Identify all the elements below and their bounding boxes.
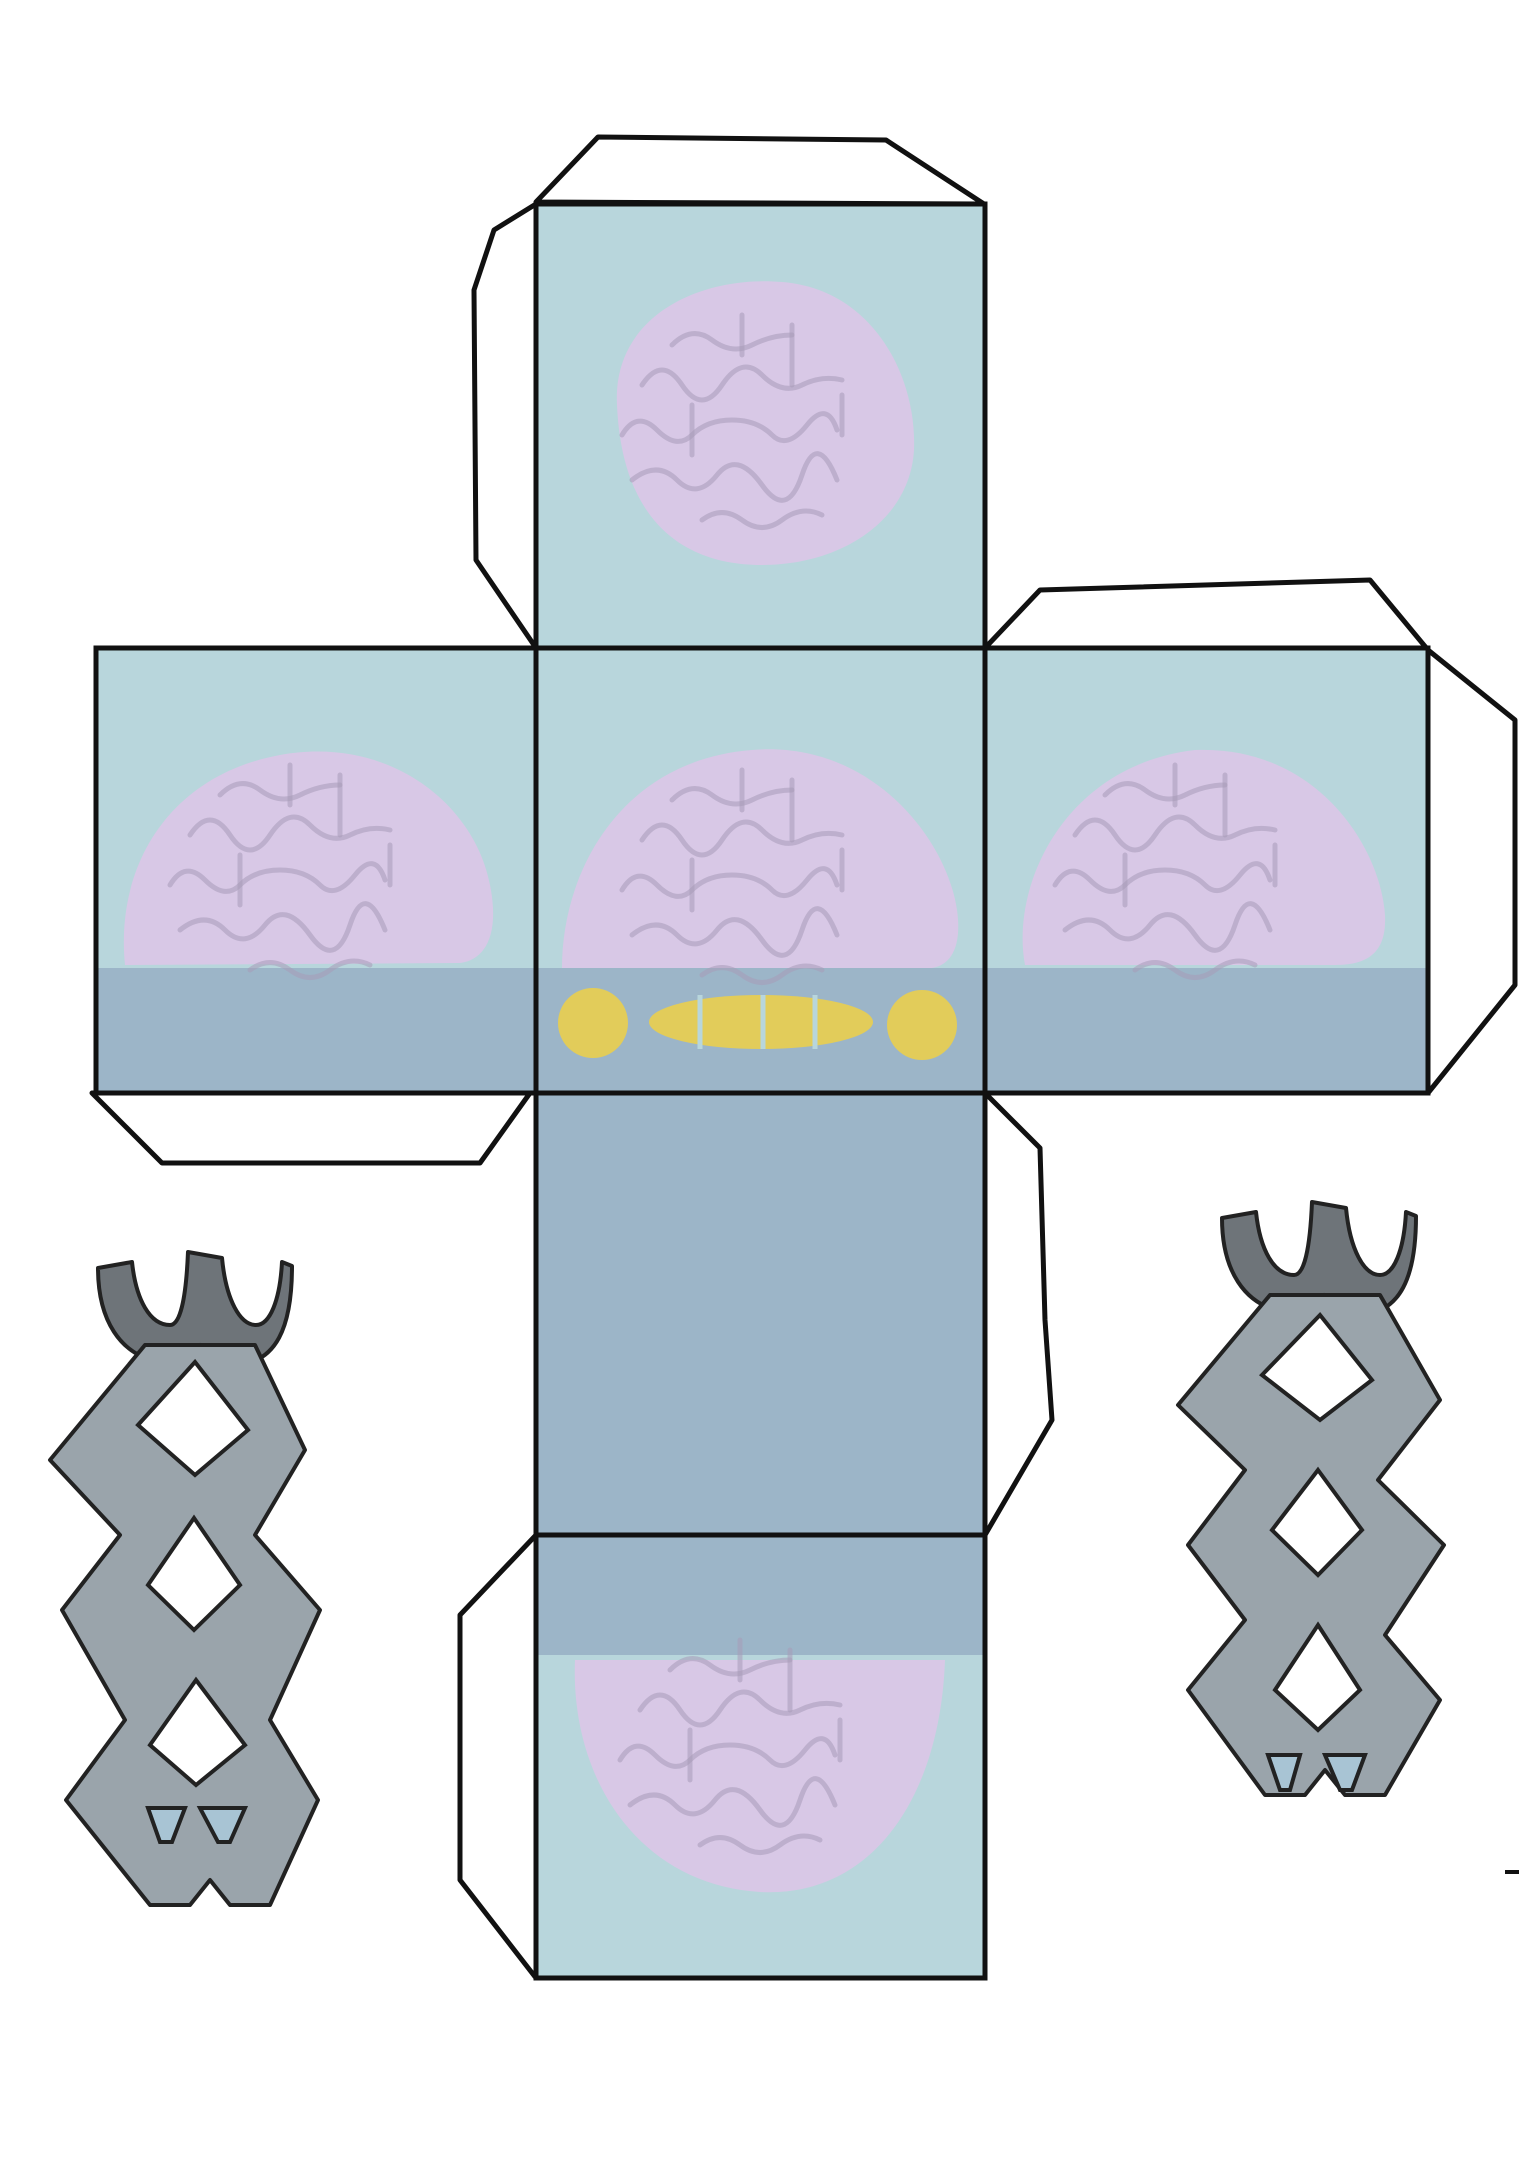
face-right (982, 645, 1431, 1096)
brain-icon (574, 1640, 945, 1893)
foot (145, 1806, 188, 1844)
face-lower-bg (533, 1090, 988, 1538)
mouth-icon (649, 995, 873, 1049)
brain-icon (616, 281, 915, 566)
tab-right-side (1425, 647, 1518, 1096)
face-right-band (985, 968, 1428, 1093)
tab-middle-right (982, 1090, 1055, 1538)
face-center (533, 645, 988, 1096)
foot (1321, 1753, 1368, 1792)
face-right-outline (982, 645, 1431, 1096)
face-lower (533, 1090, 988, 1538)
brain-icon (562, 749, 959, 982)
leg-left (48, 1250, 322, 1907)
leg-icon (48, 1343, 322, 1907)
foot (1265, 1753, 1303, 1792)
face-bottom (533, 1532, 988, 1981)
tab-top-left (471, 201, 539, 651)
foot (196, 1806, 249, 1844)
face-bottom-band (536, 1535, 985, 1655)
diamond-cutout (1272, 1621, 1363, 1733)
tab-left-bottom (89, 1090, 533, 1166)
tab-right-top (982, 577, 1431, 653)
face-left-band (96, 968, 536, 1093)
diamond-cutout (1259, 1311, 1375, 1423)
diamond-cutout (135, 1358, 251, 1478)
face-top (533, 201, 988, 651)
diamond-cutout (145, 1514, 243, 1633)
brain-icon (1022, 749, 1386, 978)
eye-dot-icon (887, 990, 957, 1060)
face-left (93, 645, 539, 1096)
face-bottom-outline (533, 1532, 988, 1981)
tab-top (533, 134, 987, 207)
diamond-cutout (147, 1676, 248, 1788)
brain-icon (123, 751, 494, 978)
eye-dot-icon (558, 988, 628, 1058)
tab-bottom-left (457, 1532, 539, 1981)
diamond-cutout (1269, 1466, 1365, 1578)
leg-right (1176, 1200, 1446, 1797)
